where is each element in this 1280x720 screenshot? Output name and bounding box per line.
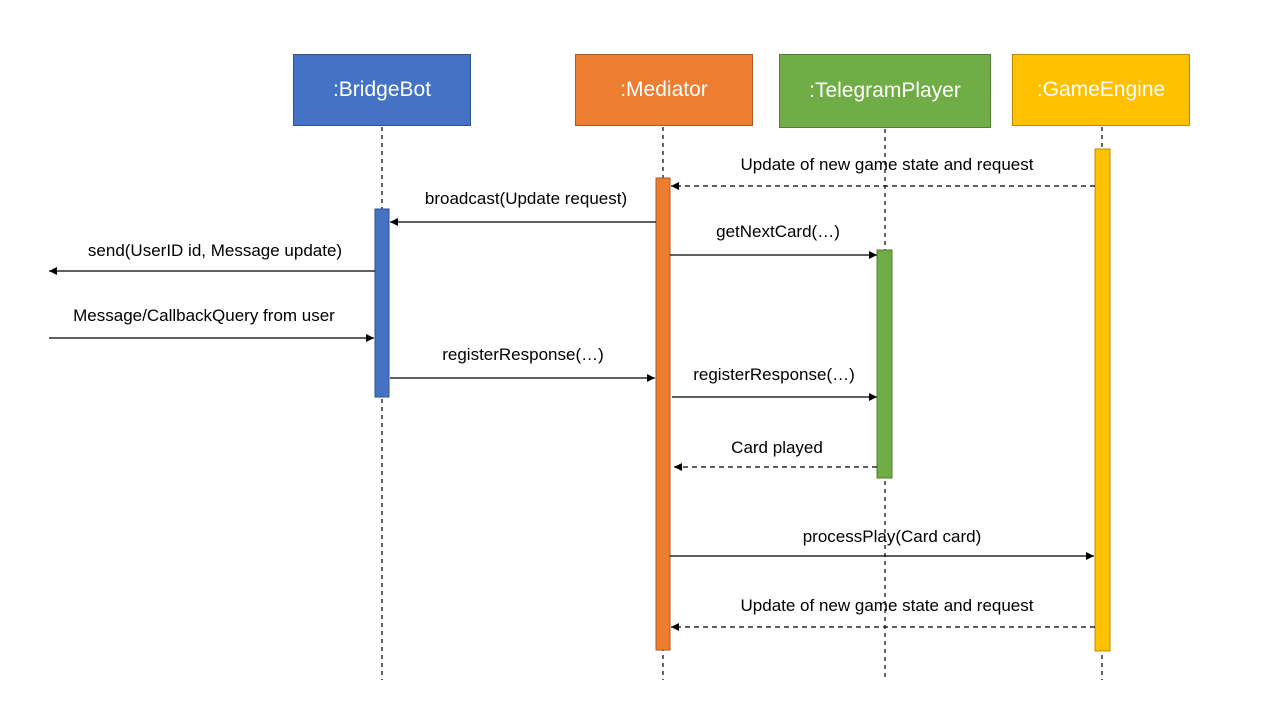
participant-telegramplayer: :TelegramPlayer bbox=[779, 54, 991, 128]
participant-mediator: :Mediator bbox=[575, 54, 753, 126]
message-label: Message/CallbackQuery from user bbox=[73, 306, 335, 325]
activation-mediator bbox=[655, 177, 671, 651]
message-label: Update of new game state and request bbox=[740, 155, 1034, 174]
activation-telegramplayer bbox=[876, 249, 893, 479]
message-label: Update of new game state and request bbox=[740, 596, 1034, 615]
message-label: registerResponse(…) bbox=[442, 345, 604, 364]
participant-gameengine: :GameEngine bbox=[1012, 54, 1190, 126]
message-label: Card played bbox=[731, 438, 823, 457]
message-label: broadcast(Update request) bbox=[424, 189, 628, 208]
activation-bridgebot bbox=[374, 208, 390, 398]
message-label: registerResponse(…) bbox=[693, 365, 855, 384]
activation-gameengine bbox=[1094, 148, 1111, 652]
message-label: processPlay(Card card) bbox=[802, 527, 982, 546]
participant-bridgebot: :BridgeBot bbox=[293, 54, 471, 126]
message-label: send(UserID id, Message update) bbox=[87, 241, 343, 260]
message-label: getNextCard(…) bbox=[716, 222, 840, 241]
